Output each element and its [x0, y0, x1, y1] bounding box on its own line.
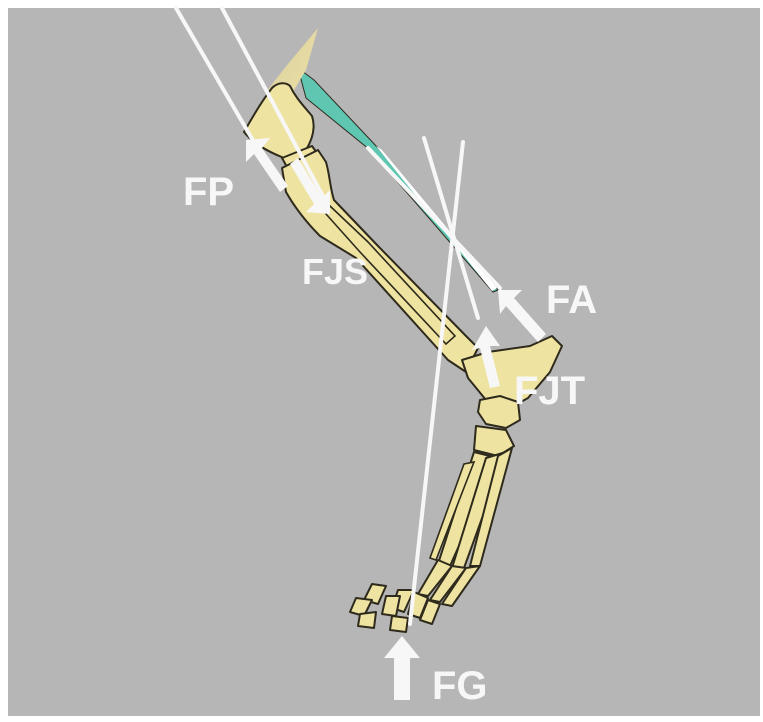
fp-label: FP [183, 170, 234, 214]
fjt-label: FJT [514, 369, 585, 413]
fa-label: FA [546, 278, 597, 322]
fjs-label: FJS [302, 251, 368, 292]
metatarsals [430, 448, 512, 568]
fg-arrow [384, 636, 420, 700]
fa-arrow [498, 290, 546, 342]
fg-label: FG [432, 664, 488, 708]
